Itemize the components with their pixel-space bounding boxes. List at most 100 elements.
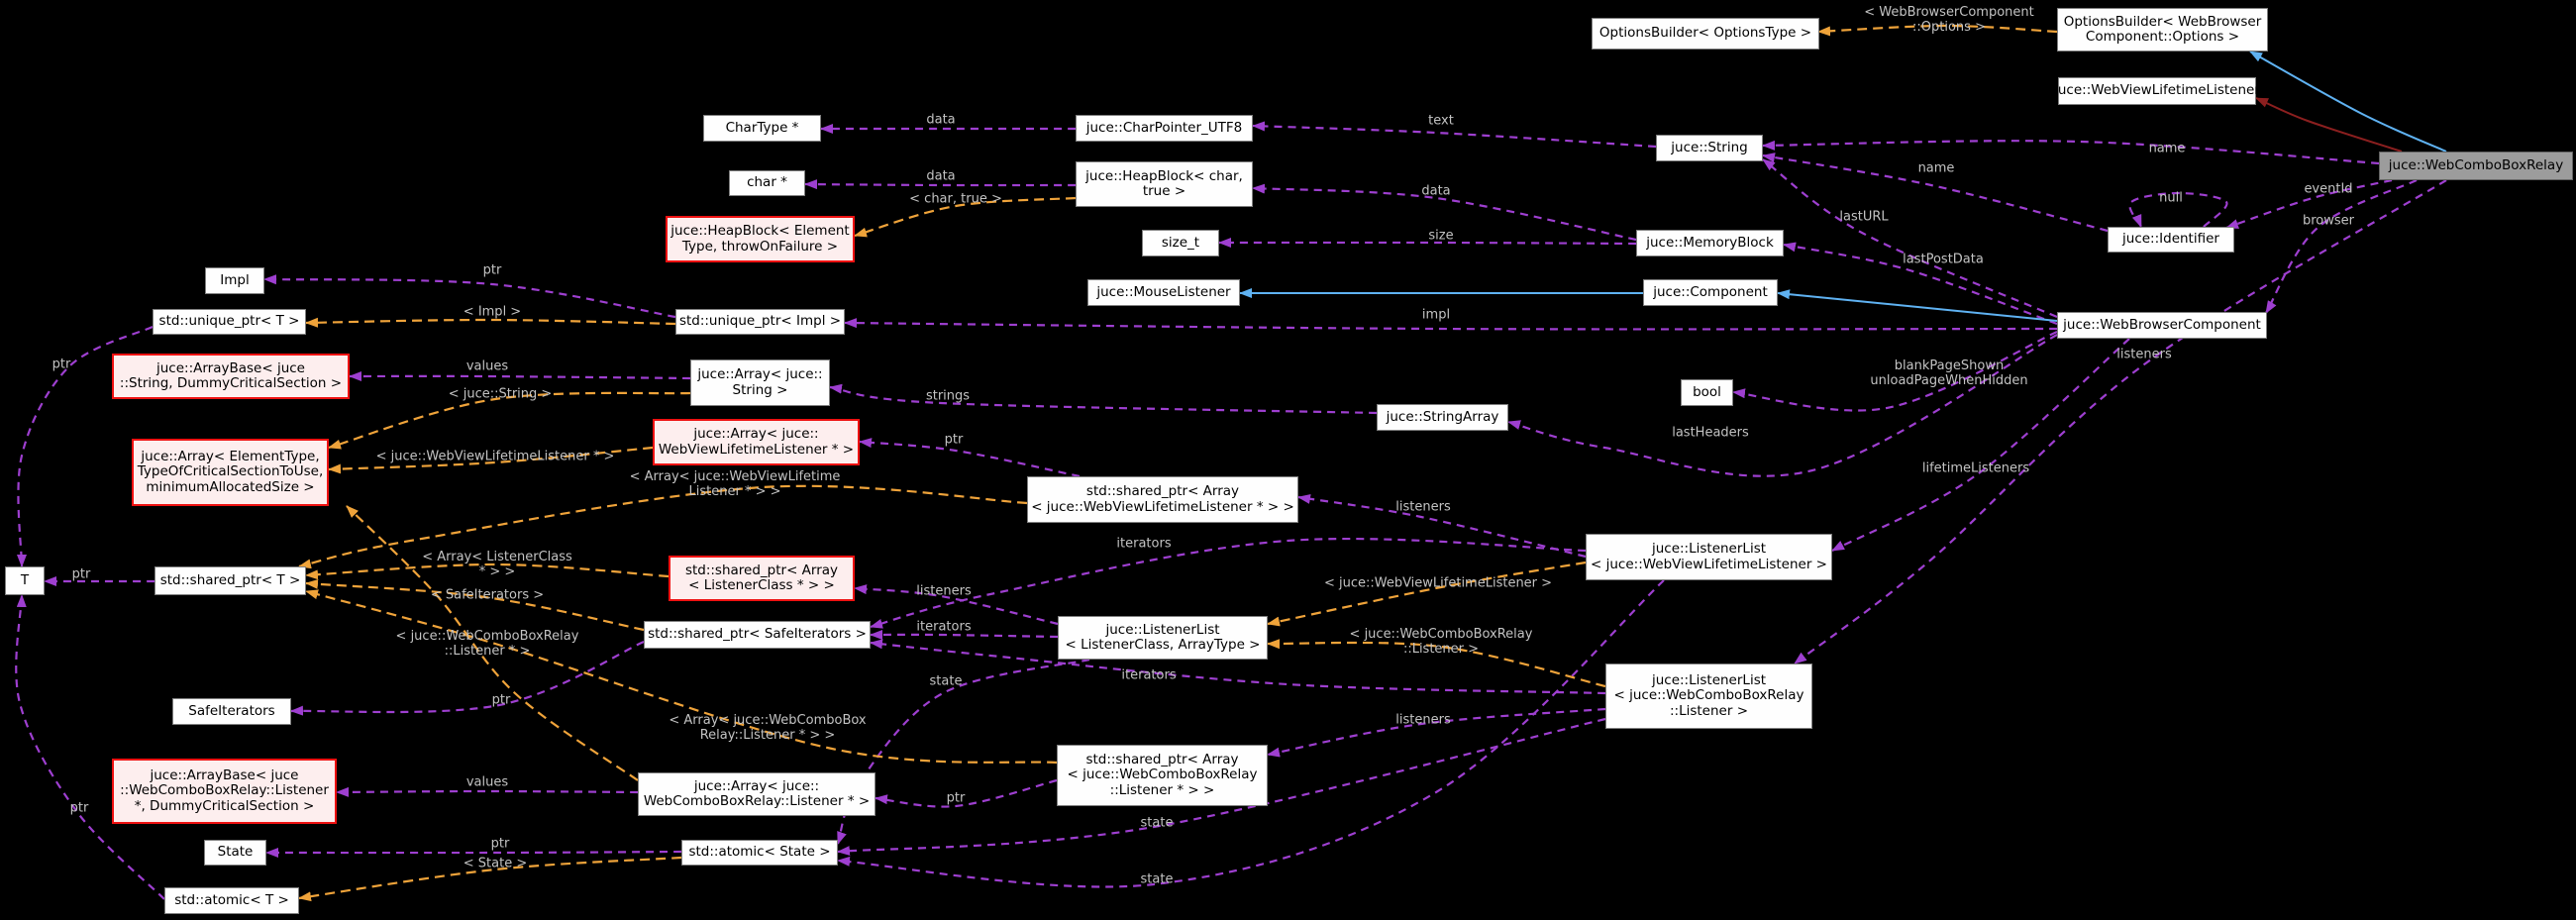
class-node-sharedptr_array_wvll[interactable]: std::shared_ptr< Array < juce::WebViewLi… <box>1027 476 1298 523</box>
edge-t-43 <box>298 484 1028 569</box>
edge-m-27 <box>836 658 1090 845</box>
class-node-optbuilder_options[interactable]: OptionsBuilder< WebBrowser Component::Op… <box>2057 8 2268 51</box>
edge-m-22 <box>854 584 1059 626</box>
edge-t-46 <box>305 589 1058 765</box>
edge-label-0: data <box>926 112 956 128</box>
edge-label-25: iterators <box>1121 667 1177 683</box>
edge-label-12: impl <box>1421 307 1451 323</box>
edge-pub-50 <box>1777 289 2058 322</box>
class-node-heapblock_tpl[interactable]: juce::HeapBlock< Element Type, throwOnFa… <box>666 216 855 262</box>
class-node-atomic_state[interactable]: std::atomic< State > <box>681 840 838 866</box>
edge-pub-52 <box>2249 51 2447 153</box>
edge-m-23 <box>870 629 1059 640</box>
edge-t-48 <box>1267 561 1587 627</box>
class-node-webviewlistener[interactable]: juce::WebViewLifetimeListener <box>2054 77 2260 105</box>
class-node-sharedptr_t[interactable]: std::shared_ptr< T > <box>155 566 306 595</box>
edge-label-42: < juce::WebComboBoxRelay ::Listener * > <box>395 629 579 659</box>
class-node-chartype[interactable]: CharType * <box>703 115 821 142</box>
class-node-heapblock_char[interactable]: juce::HeapBlock< char, true > <box>1076 161 1253 207</box>
edge-m-35 <box>15 594 165 900</box>
edge-label-24: iterators <box>1116 536 1172 552</box>
class-node-sharedptr_safeiter[interactable]: std::shared_ptr< SafeIterators > <box>644 621 871 649</box>
edge-label-21: ptr <box>944 432 964 448</box>
edge-label-41: < juce::WebViewLifetimeListener * > <box>375 449 615 464</box>
edge-t-41 <box>328 446 654 474</box>
edge-t-40 <box>328 391 691 450</box>
edge-m-13 <box>263 274 676 319</box>
edge-label-23: iterators <box>916 619 972 635</box>
class-node-arraybase_wcbr[interactable]: juce::ArrayBase< juce ::WebComboBoxRelay… <box>112 759 337 824</box>
class-node-array_wvll[interactable]: juce::Array< juce:: WebViewLifetimeListe… <box>653 419 860 465</box>
class-node-impl[interactable]: Impl <box>205 267 264 294</box>
class-node-ll_wcbr[interactable]: juce::ListenerList < juce::WebComboBoxRe… <box>1605 664 1812 729</box>
class-node-arraybase_string[interactable]: juce::ArrayBase< juce ::String, DummyCri… <box>112 354 350 399</box>
class-node-bool[interactable]: bool <box>1681 379 1733 406</box>
edge-m-34 <box>16 326 154 567</box>
edge-label-39: < Impl > <box>463 304 522 320</box>
edge-label-18: lifetimeListeners <box>1921 460 2030 476</box>
edge-t-47 <box>298 856 682 902</box>
class-node-uniqueptr_impl[interactable]: std::unique_ptr< Impl > <box>675 309 845 335</box>
edge-t-39 <box>305 317 676 328</box>
class-node-array_wcbr[interactable]: juce::Array< juce:: WebComboBoxRelay::Li… <box>638 772 876 816</box>
edge-label-44: < Array< ListenerClass * > > <box>422 550 572 579</box>
edge-label-37: < WebBrowserComponent ::Options > <box>1864 5 2034 35</box>
edge-m-31 <box>336 786 639 797</box>
edge-label-22: listeners <box>916 583 972 599</box>
class-node-identifier[interactable]: juce::Identifier <box>2108 227 2234 253</box>
class-node-state[interactable]: State <box>204 840 266 866</box>
class-node-optbuilder_generic[interactable]: OptionsBuilder< OptionsType > <box>1592 18 1819 50</box>
class-node-mouselistener[interactable]: juce::MouseListener <box>1087 279 1240 306</box>
edge-m-36 <box>290 640 645 716</box>
edge-t-49 <box>1267 639 1606 688</box>
class-node-sharedptr_array_lc[interactable]: std::shared_ptr< Array < ListenerClass *… <box>669 556 855 601</box>
class-node-webbrowser[interactable]: juce::WebBrowserComponent <box>2057 312 2267 339</box>
class-node-array_string[interactable]: juce::Array< juce:: String > <box>690 359 830 406</box>
edge-m-8 <box>1783 242 2058 326</box>
edge-m-16 <box>1507 334 2058 477</box>
class-node-charptr[interactable]: char * <box>729 170 805 196</box>
edge-label-2: data <box>1421 183 1451 199</box>
edge-label-1: text <box>1428 113 1454 129</box>
edge-m-24 <box>870 537 1587 629</box>
class-node-relay: juce::WebComboBoxRelay <box>2379 152 2573 180</box>
class-node-component[interactable]: juce::Component <box>1643 279 1778 306</box>
edge-label-40: < juce::String > <box>448 386 553 402</box>
edge-m-15 <box>829 383 1378 415</box>
edge-m-30 <box>875 778 1058 808</box>
edge-m-1 <box>1252 121 1657 149</box>
edge-label-46: < Array< juce::WebComboBox Relay::Listen… <box>669 713 867 743</box>
edge-label-9: null <box>2159 190 2183 206</box>
edge-m-4 <box>1218 237 1637 248</box>
class-node-memoryblock[interactable]: juce::MemoryBlock <box>1636 230 1784 256</box>
class-node-ll_wvll[interactable]: juce::ListenerList < juce::WebViewLifeti… <box>1586 534 1832 580</box>
edge-m-20 <box>1297 493 1587 559</box>
class-node-sizet[interactable]: size_t <box>1142 230 1219 256</box>
edge-label-10: eventId <box>2304 181 2353 197</box>
edge-m-10 <box>2225 178 2393 230</box>
edge-m-9 <box>2128 191 2228 228</box>
edge-label-6: name <box>1917 160 1955 176</box>
edge-label-5: name <box>2148 141 2186 156</box>
class-node-ll_generic[interactable]: juce::ListenerList < ListenerClass, Arra… <box>1058 616 1268 660</box>
class-node-atomic_t[interactable]: std::atomic< T > <box>164 887 299 914</box>
class-node-sharedptr_array_wcbr[interactable]: std::shared_ptr< Array < juce::WebComboB… <box>1057 745 1268 806</box>
class-node-safeiterators[interactable]: SafeIterators <box>172 698 291 725</box>
edge-m-5 <box>1762 140 2380 165</box>
class-node-uniqueptr_t[interactable]: std::unique_ptr< T > <box>153 309 306 335</box>
edge-label-47: < State > <box>463 856 528 871</box>
edge-label-7: lastURL <box>1839 209 1889 225</box>
class-node-t[interactable]: T <box>5 566 45 595</box>
class-node-string[interactable]: juce::String <box>1656 135 1763 161</box>
edge-label-38: < char, true > <box>909 191 1002 207</box>
edge-t-42 <box>346 505 639 781</box>
edge-label-16: lastHeaders <box>1672 425 1749 441</box>
edge-t-44 <box>305 562 670 580</box>
edge-t-38 <box>854 196 1077 238</box>
edge-label-20: listeners <box>1395 499 1451 515</box>
class-node-array_tpl[interactable]: juce::Array< ElementType, TypeOfCritical… <box>132 439 329 506</box>
edge-m-11 <box>2265 179 2418 314</box>
class-node-stringarray[interactable]: juce::StringArray <box>1377 404 1508 431</box>
class-node-charpointer[interactable]: juce::CharPointer_UTF8 <box>1076 115 1253 142</box>
